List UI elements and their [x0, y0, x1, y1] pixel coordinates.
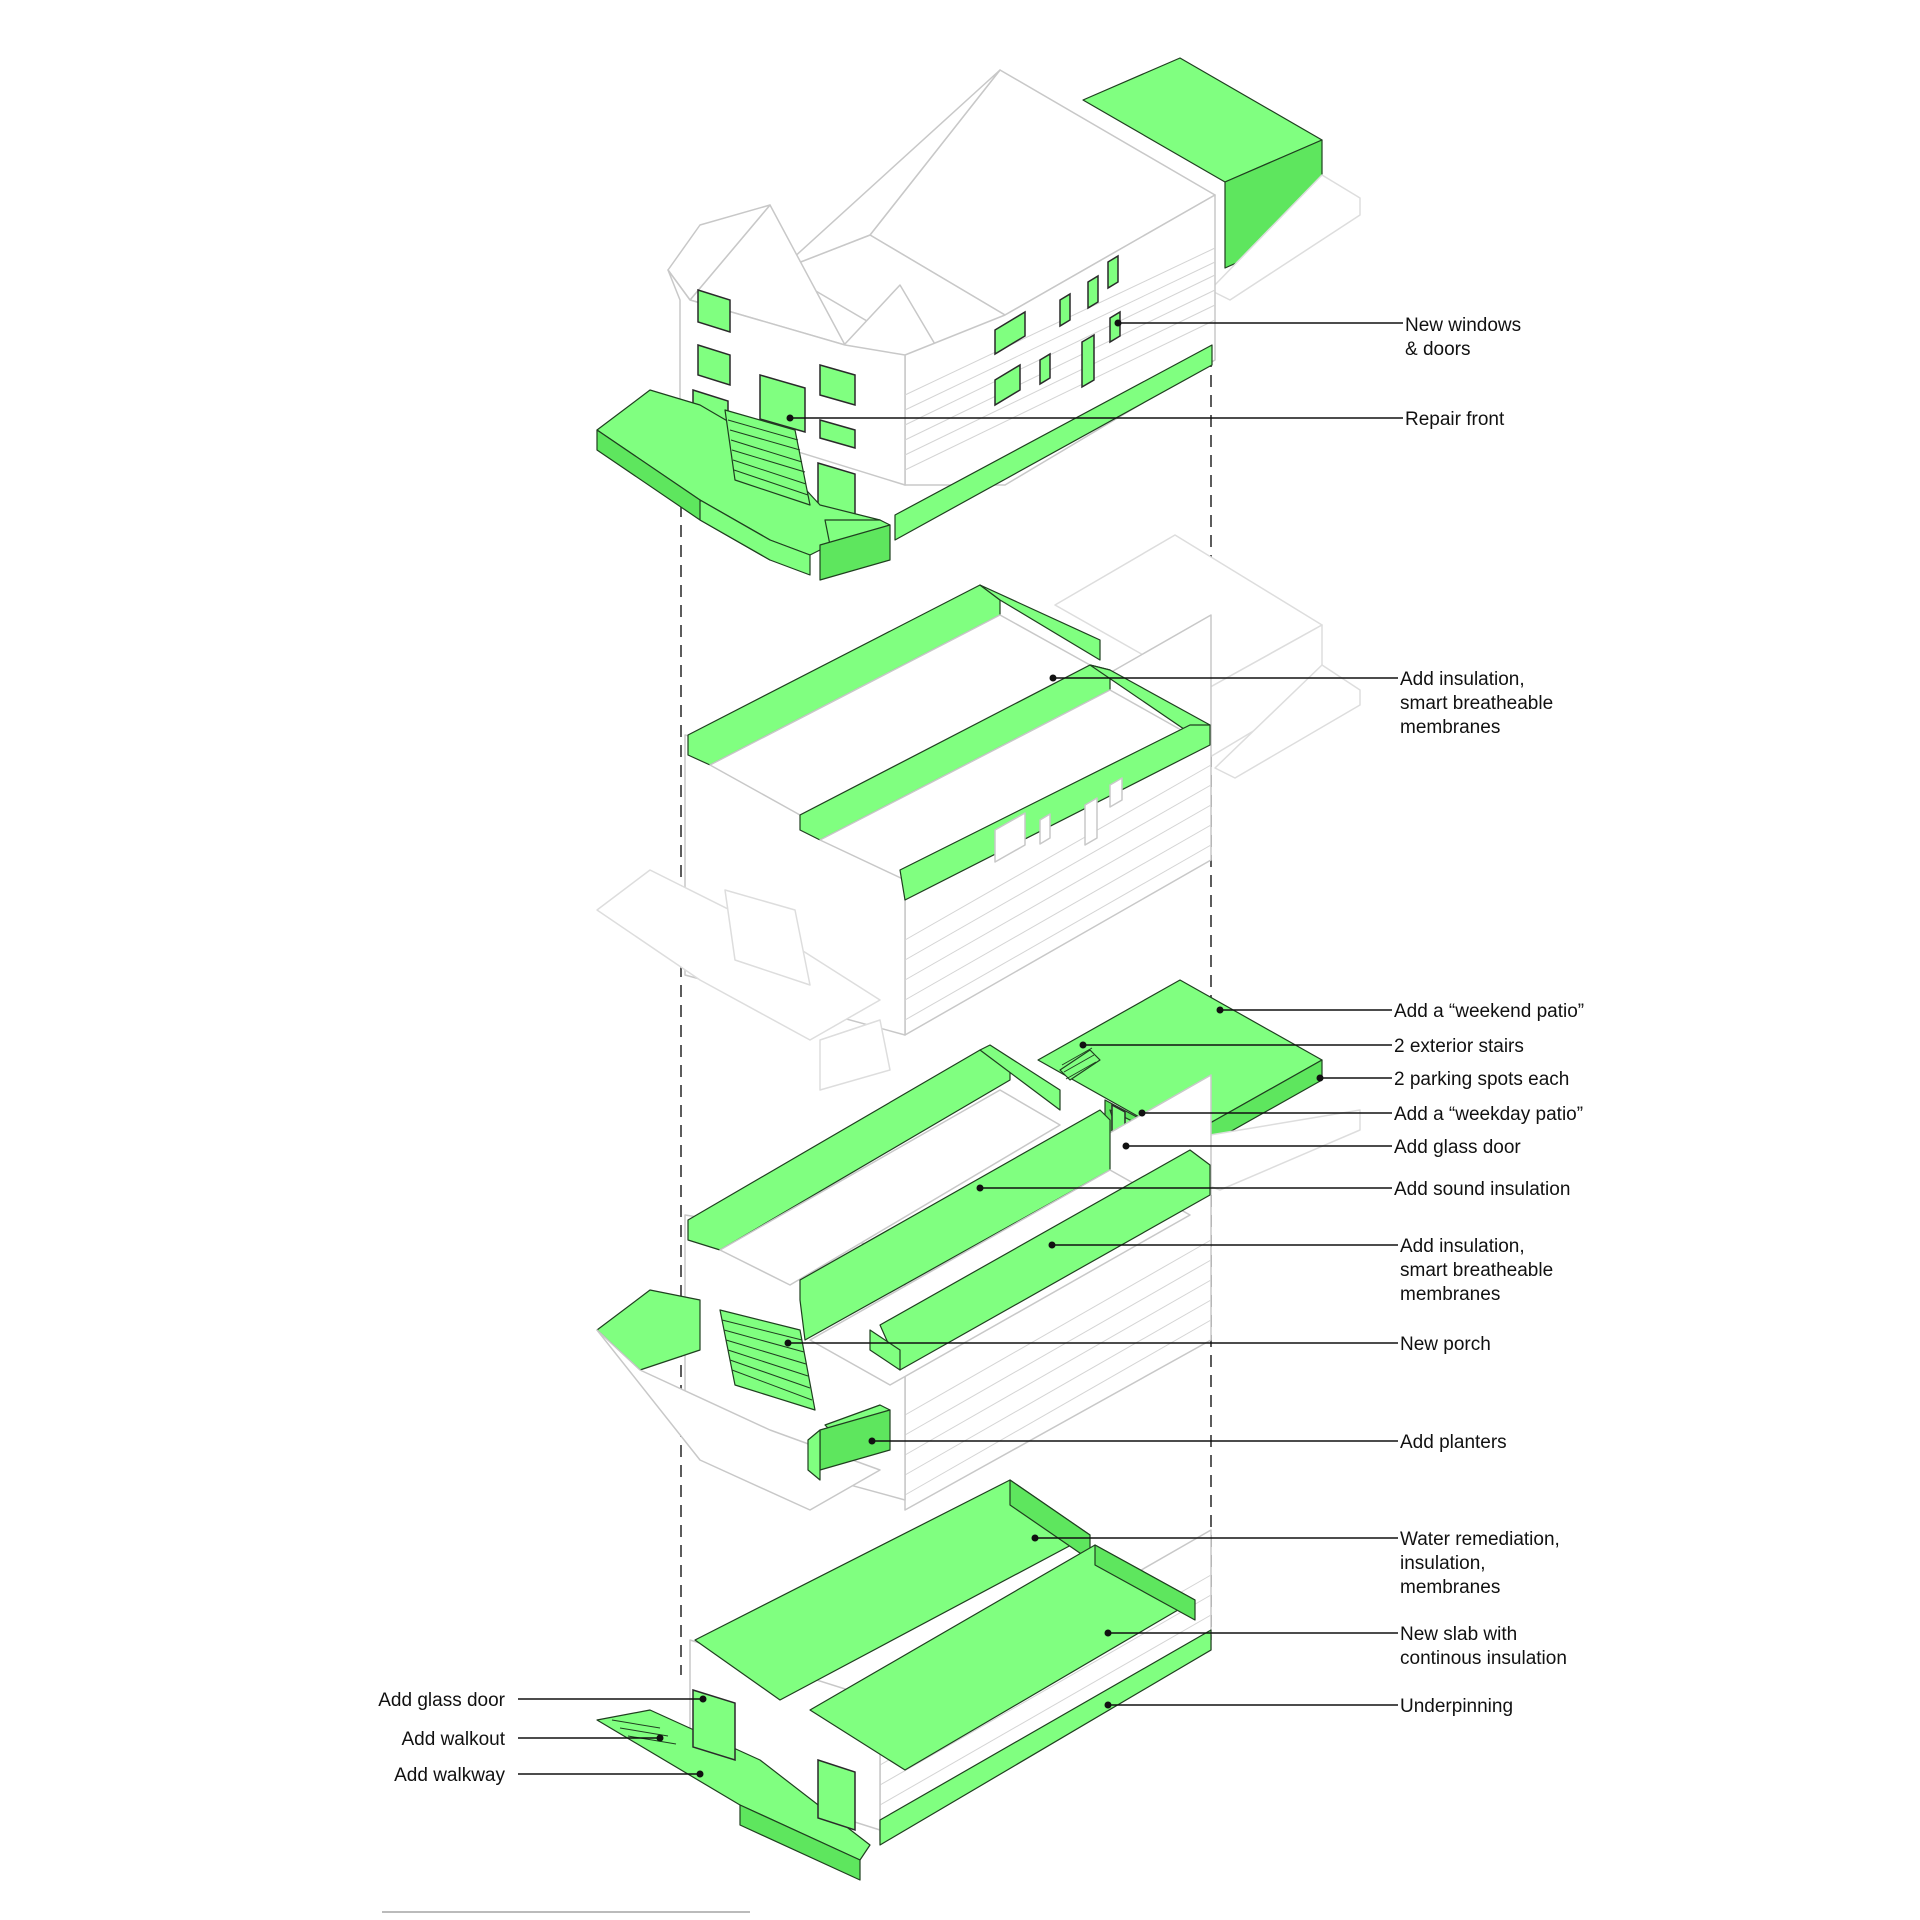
level-top-floor — [596, 534, 1361, 1091]
label-add-planters: Add planters — [1400, 1432, 1507, 1453]
label-parking-spots: 2 parking spots each — [1394, 1069, 1569, 1090]
label-add-walkway: Add walkway — [394, 1765, 505, 1786]
new-porch-stairs — [719, 1309, 816, 1411]
label-insulation-floor: Add insulation, smart breatheable membra… — [1400, 1236, 1558, 1305]
label-glass-door-rear: Add glass door — [1394, 1137, 1521, 1158]
label-add-walkout: Add walkout — [401, 1729, 505, 1750]
front-stairs — [724, 409, 811, 506]
label-new-slab: New slab with continous insulation — [1400, 1624, 1567, 1669]
labels-left: Add glass door Add walkout Add walkway — [378, 1690, 505, 1786]
exterior-stairs-icon — [1059, 1047, 1101, 1081]
label-new-windows-doors: New windows & doors — [1405, 315, 1526, 360]
level-ground-floor — [596, 979, 1361, 1511]
label-exterior-stairs: 2 exterior stairs — [1394, 1036, 1524, 1057]
brick-pattern-2 — [904, 764, 1212, 1021]
label-repair-front: Repair front — [1405, 409, 1505, 430]
labels-right: New windows & doors Repair front Add ins… — [1394, 315, 1584, 1717]
label-weekend-patio: Add a “weekend patio” — [1394, 1001, 1584, 1022]
label-glass-door-basement: Add glass door — [378, 1690, 505, 1711]
label-insulation-roof: Add insulation, smart breatheable membra… — [1400, 669, 1558, 738]
leader-lines — [518, 319, 1403, 1778]
level-basement — [596, 1479, 1212, 1881]
label-water-remediation: Water remediation, insulation, membranes — [1400, 1529, 1565, 1598]
label-sound-insulation: Add sound insulation — [1394, 1179, 1570, 1200]
level-house-exterior — [596, 57, 1361, 581]
brick-pattern-3 — [904, 1239, 1212, 1496]
label-weekday-patio: Add a “weekday patio” — [1394, 1104, 1583, 1125]
label-underpinning: Underpinning — [1400, 1696, 1513, 1717]
side-windows — [994, 254, 1121, 407]
label-new-porch: New porch — [1400, 1334, 1491, 1355]
